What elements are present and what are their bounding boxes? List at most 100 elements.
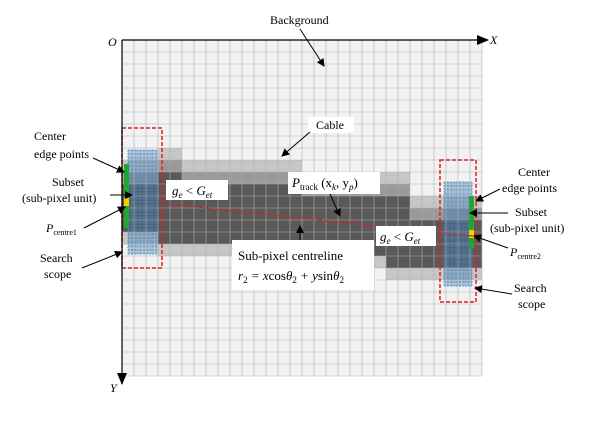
p-centre2-label: Pcentre2 bbox=[509, 245, 541, 261]
pixel-cell bbox=[230, 160, 242, 172]
pixel-cell bbox=[398, 208, 410, 220]
pixel-cell bbox=[170, 148, 182, 160]
pixel-cell bbox=[278, 184, 290, 196]
pixel-cell bbox=[398, 196, 410, 208]
center-edge-points-right-arrow bbox=[475, 188, 501, 202]
pixel-cell bbox=[278, 196, 290, 208]
search-scope-right-line2: scope bbox=[518, 297, 545, 311]
pixel-cell bbox=[410, 244, 422, 256]
pixel-cell bbox=[182, 220, 194, 232]
pixel-cell bbox=[374, 196, 386, 208]
pixel-cell bbox=[266, 160, 278, 172]
pixel-cell bbox=[302, 208, 314, 220]
pixel-cell bbox=[242, 220, 254, 232]
pixel-cell bbox=[266, 208, 278, 220]
centre-point-marker bbox=[469, 230, 474, 238]
pixel-cell bbox=[290, 196, 302, 208]
centreline-title: Sub-pixel centreline bbox=[238, 248, 343, 263]
background-arrow bbox=[299, 28, 325, 67]
centreline-equation: r2 = xcosθ2 + ysinθ2 bbox=[238, 268, 344, 285]
pixel-cell bbox=[206, 232, 218, 244]
pixel-cell bbox=[410, 268, 422, 280]
pixel-cell bbox=[302, 196, 314, 208]
pixel-cell bbox=[422, 196, 434, 208]
pixel-cell bbox=[386, 244, 398, 256]
pixel-cell bbox=[194, 160, 206, 172]
pixel-cell bbox=[218, 208, 230, 220]
search-scope-left-arrow bbox=[81, 250, 123, 269]
pixel-cell bbox=[170, 208, 182, 220]
origin-label: O bbox=[108, 35, 117, 49]
search-scope-right-arrow bbox=[474, 285, 513, 295]
threshold-left-label: ge < Get bbox=[172, 183, 213, 200]
pixel-cell bbox=[266, 196, 278, 208]
pixel-cell bbox=[386, 184, 398, 196]
pixel-cell bbox=[338, 208, 350, 220]
cable-label: Cable bbox=[316, 118, 344, 132]
pixel-cell bbox=[314, 196, 326, 208]
search-scope-box-right bbox=[439, 159, 477, 303]
pixel-cell bbox=[206, 160, 218, 172]
pixel-cell bbox=[362, 196, 374, 208]
cable-arrow bbox=[281, 131, 311, 157]
centre-point-marker bbox=[124, 198, 129, 206]
pixel-cell bbox=[398, 244, 410, 256]
pixel-cell bbox=[242, 160, 254, 172]
pixel-cell bbox=[422, 268, 434, 280]
pixel-cell bbox=[422, 208, 434, 220]
pixel-cell bbox=[362, 208, 374, 220]
edge-point-strip bbox=[124, 164, 129, 228]
y-axis-label: Y bbox=[110, 381, 118, 395]
pixel-cell bbox=[350, 196, 362, 208]
search-scope-left-line1: Search bbox=[40, 251, 73, 265]
pixel-cell bbox=[278, 220, 290, 232]
pixel-cell bbox=[158, 208, 170, 220]
p-track-arrow bbox=[329, 193, 341, 217]
center-edge-points-right-line2: edge points bbox=[502, 181, 557, 195]
pixel-cell bbox=[170, 220, 182, 232]
pixel-cell bbox=[194, 220, 206, 232]
pixel-cell bbox=[242, 196, 254, 208]
pixel-cell bbox=[230, 184, 242, 196]
pixel-cell bbox=[158, 232, 170, 244]
center-edge-points-left-arrow bbox=[92, 157, 125, 173]
pixel-cell bbox=[314, 208, 326, 220]
subset-left-line2: (sub-pixel unit) bbox=[22, 191, 96, 205]
pixel-cell bbox=[158, 148, 170, 160]
background-label: Background bbox=[270, 13, 329, 27]
pixel-cell bbox=[170, 244, 182, 256]
pixel-cell bbox=[266, 172, 278, 184]
pixel-cell bbox=[422, 256, 434, 268]
edge-point-strip bbox=[469, 196, 474, 248]
pixel-cell bbox=[410, 256, 422, 268]
pixel-cell bbox=[362, 220, 374, 232]
pixel-cell bbox=[338, 196, 350, 208]
pixel-cell bbox=[266, 220, 278, 232]
pixel-cell bbox=[218, 220, 230, 232]
pixel-cell bbox=[230, 208, 242, 220]
threshold-left-box bbox=[166, 180, 228, 200]
pixel-cell bbox=[386, 172, 398, 184]
subset-right-line1: Subset bbox=[515, 205, 548, 219]
search-scope-left-line2: scope bbox=[44, 267, 71, 281]
pixel-cell bbox=[374, 256, 386, 268]
pixel-cell bbox=[242, 172, 254, 184]
pixel-cell bbox=[242, 184, 254, 196]
pixel-cell bbox=[290, 208, 302, 220]
pixel-cell bbox=[254, 160, 266, 172]
pixel-cell bbox=[254, 208, 266, 220]
centreline-trace bbox=[157, 202, 474, 237]
pixel-cell bbox=[182, 232, 194, 244]
center-edge-points-right-line1: Center bbox=[518, 165, 550, 179]
threshold-right-box bbox=[376, 226, 436, 246]
pixel-cell bbox=[182, 244, 194, 256]
pixel-cell bbox=[206, 208, 218, 220]
pixel-grid bbox=[121, 39, 483, 377]
pixel-cell bbox=[182, 160, 194, 172]
pixel-cell bbox=[386, 208, 398, 220]
pixel-cell bbox=[386, 196, 398, 208]
p-centre2-arrow bbox=[473, 234, 509, 249]
pixel-cell bbox=[254, 172, 266, 184]
